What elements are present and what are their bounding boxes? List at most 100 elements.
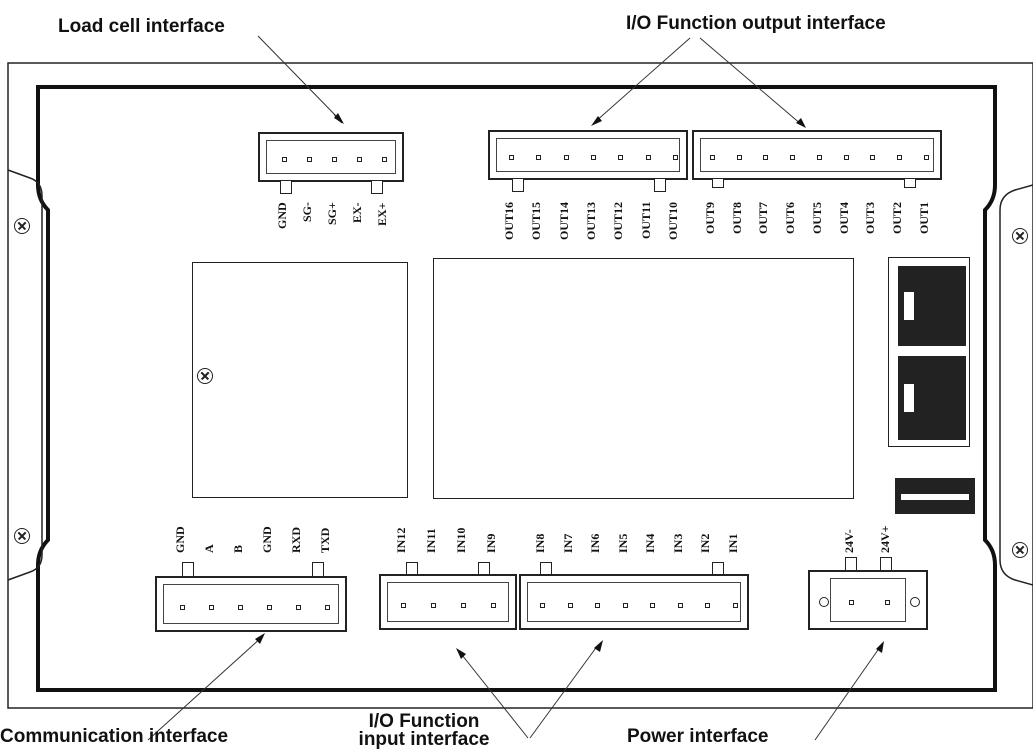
pin-label-out10: OUT10 (665, 201, 680, 240)
pin-label-out7: OUT7 (756, 201, 771, 234)
terminal-pin[interactable] (180, 605, 185, 610)
terminal-pin[interactable] (332, 157, 337, 162)
pin-label-out13: OUT13 (583, 201, 598, 240)
terminal-pin[interactable] (843, 155, 849, 160)
terminal-pin[interactable] (401, 603, 406, 608)
left-module-panel (192, 262, 408, 498)
io-input-interface-label-line1: I/O Function (368, 711, 480, 732)
terminal-pin[interactable] (567, 603, 573, 608)
terminal-pin[interactable] (618, 155, 624, 160)
terminal-pin[interactable] (563, 155, 569, 160)
terminal-pin[interactable] (540, 603, 545, 608)
pin-label-out8: OUT8 (729, 201, 744, 234)
terminal-pin[interactable] (461, 603, 466, 608)
terminal-pin[interactable] (645, 155, 651, 160)
connector-latch (712, 562, 724, 575)
terminal-pin[interactable] (536, 155, 542, 160)
terminal-pin[interactable] (595, 603, 600, 608)
ethernet-port-2-notch (904, 384, 914, 412)
mount-hole-icon (819, 597, 829, 607)
communication-connector[interactable] (155, 576, 347, 632)
terminal-pin[interactable] (307, 157, 312, 162)
terminal-pin[interactable] (325, 605, 330, 610)
terminal-pin[interactable] (885, 600, 890, 605)
terminal-pin[interactable] (622, 603, 628, 608)
pin-label-in11: IN11 (424, 528, 438, 553)
pin-label-a: A (202, 544, 216, 553)
terminal-pin[interactable] (491, 603, 496, 608)
connector-latch (280, 180, 292, 194)
terminal-pin[interactable] (736, 155, 742, 160)
pin-label-in6: IN6 (588, 533, 602, 553)
pin-label-rxd: RXD (289, 527, 303, 553)
io-input-interface-label-line2: input interface (358, 729, 490, 750)
terminal-pin[interactable] (382, 157, 387, 162)
pin-label-out3: OUT3 (863, 201, 878, 234)
input-connector-in12-in9[interactable] (379, 574, 517, 630)
terminal-pin[interactable] (267, 605, 272, 610)
terminal-pin[interactable] (816, 155, 822, 160)
connector-latch (540, 562, 552, 575)
terminal-pin[interactable] (870, 155, 876, 160)
terminal-pin[interactable] (790, 155, 796, 160)
terminal-pin[interactable] (296, 605, 301, 610)
terminal-pin[interactable] (677, 603, 683, 608)
connector-latch (406, 562, 418, 575)
input-connector-in8-in1[interactable] (519, 574, 749, 630)
screw-icon (14, 528, 30, 544)
io-output-interface-label: I/O Function output interface (626, 13, 886, 34)
terminal-pin[interactable] (431, 603, 436, 608)
screw-icon (1012, 542, 1028, 558)
pin-label-out12: OUT12 (611, 201, 626, 240)
terminal-pin[interactable] (509, 155, 514, 160)
pin-label-in10: IN10 (454, 527, 468, 553)
terminal-pin[interactable] (732, 603, 738, 608)
terminal-pin[interactable] (357, 157, 362, 162)
connector-latch (654, 178, 666, 192)
pin-label-out6: OUT6 (783, 201, 798, 234)
output-connector-out9-out1[interactable] (692, 130, 942, 180)
terminal-pin[interactable] (238, 605, 243, 610)
pin-label-out15: OUT15 (529, 201, 544, 240)
pin-label-out16: OUT16 (502, 201, 516, 240)
screw-icon (197, 368, 213, 384)
connector-latch (182, 562, 194, 577)
pin-label-gnd: GND (275, 202, 289, 229)
pin-label-out11: OUT11 (638, 201, 653, 239)
terminal-pin[interactable] (590, 155, 596, 160)
connector-latch (478, 562, 490, 575)
pin-label-b: B (231, 544, 245, 553)
connector-latch (312, 562, 324, 577)
terminal-pin[interactable] (650, 603, 655, 608)
terminal-pin[interactable] (710, 155, 715, 160)
pin-label-in9: IN9 (484, 533, 498, 553)
terminal-pin[interactable] (896, 155, 902, 160)
pin-label-sg-: SG+ (325, 202, 339, 225)
load-cell-connector[interactable] (258, 132, 404, 182)
connector-latch (880, 557, 892, 571)
terminal-pin[interactable] (672, 155, 678, 160)
usb-port-slot (901, 494, 969, 500)
communication-interface-label: Communication interface (0, 726, 229, 747)
connector-latch (512, 178, 524, 192)
pin-label-ex-: EX+ (375, 202, 389, 226)
load-cell-interface-label: Load cell interface (58, 16, 225, 37)
pin-label-ex-: EX- (350, 202, 364, 223)
output-connector-out16-out10[interactable] (488, 130, 688, 180)
power-connector[interactable] (808, 570, 928, 630)
pin-label-in5: IN5 (615, 533, 630, 553)
terminal-pin[interactable] (849, 600, 854, 605)
connector-latch (371, 180, 383, 194)
pin-label-in3: IN3 (670, 533, 685, 553)
terminal-pin[interactable] (705, 603, 710, 608)
terminal-pin[interactable] (923, 155, 929, 160)
terminal-pin[interactable] (282, 157, 287, 162)
pin-label-24v-: 24V- (842, 529, 856, 553)
terminal-pin[interactable] (209, 605, 214, 610)
pin-label-txd: TXD (318, 527, 332, 553)
pin-label-out9: OUT9 (703, 201, 717, 234)
terminal-pin[interactable] (763, 155, 769, 160)
screw-icon (1012, 228, 1028, 244)
ethernet-port-1-notch (904, 292, 914, 320)
